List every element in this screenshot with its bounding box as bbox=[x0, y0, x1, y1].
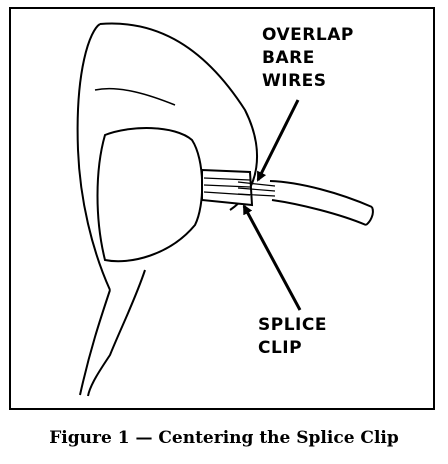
bare-wires bbox=[237, 181, 276, 197]
knuckle-line bbox=[94, 87, 176, 106]
callout-overlap-line1: OVERLAP bbox=[262, 25, 354, 45]
figure-caption: Figure 1 — Centering the Splice Clip bbox=[49, 428, 399, 448]
figure-frame bbox=[9, 7, 435, 410]
callout-splice-line1: SPLICE bbox=[258, 315, 327, 335]
splice-clip-arrow bbox=[242, 204, 302, 311]
callout-splice-line2: CLIP bbox=[258, 338, 302, 358]
callout-overlap-line3: WIRES bbox=[262, 71, 327, 91]
hand-lower-outline bbox=[79, 269, 146, 397]
hand-back-outline bbox=[76, 23, 111, 291]
thumb-nail bbox=[96, 127, 204, 263]
insulated-wire bbox=[269, 180, 374, 226]
overlap-arrow bbox=[256, 99, 300, 182]
callout-overlap-line2: BARE bbox=[262, 48, 315, 68]
splice-clip bbox=[201, 168, 254, 207]
